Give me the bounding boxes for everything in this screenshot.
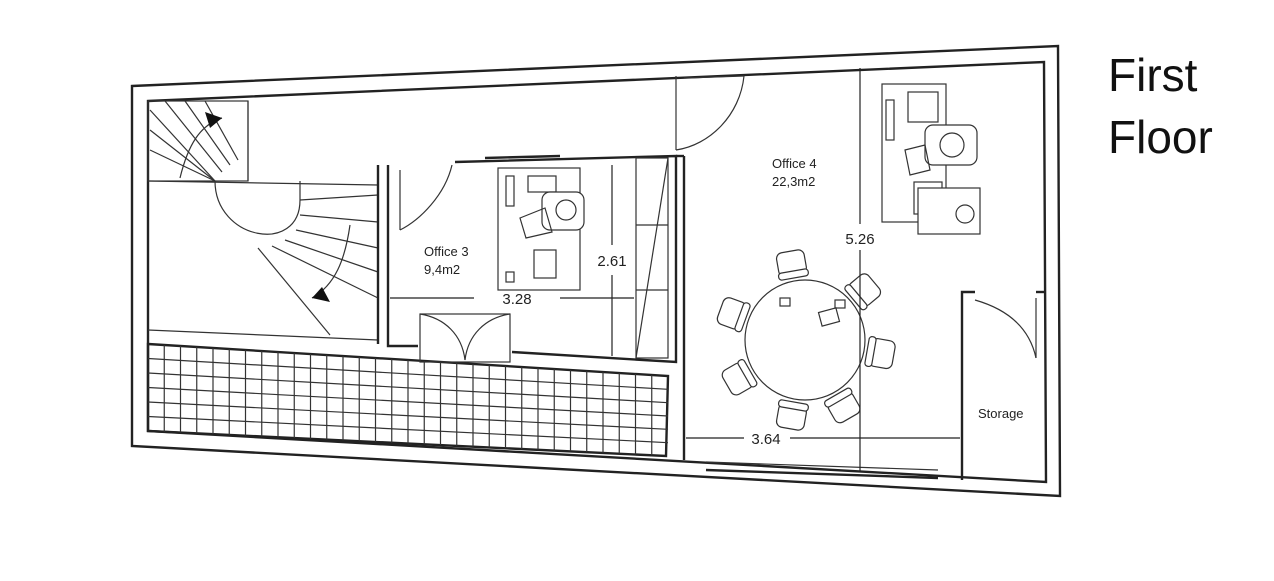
office-3-door xyxy=(399,164,511,363)
chair-icon xyxy=(864,336,896,370)
outer-wall xyxy=(130,44,1062,498)
office-3-walls xyxy=(376,154,678,364)
meeting-table xyxy=(716,249,896,431)
office-3-desk xyxy=(497,167,585,291)
office-3-area: 9,4m2 xyxy=(424,262,460,277)
dimension-office-4-width: 3.64 xyxy=(686,431,960,448)
dimension-office-4-depth: 5.26 xyxy=(845,68,875,472)
chair-icon xyxy=(824,387,861,424)
office-3-name: Office 3 xyxy=(424,244,469,259)
floor-title-line-1: First xyxy=(1108,49,1198,101)
storage-room xyxy=(960,290,1044,480)
office-4-name: Office 4 xyxy=(772,156,817,171)
chair-icon xyxy=(775,249,809,281)
storage-name: Storage xyxy=(978,406,1024,421)
office-4-area: 22,3m2 xyxy=(772,174,815,189)
dim-5-26: 5.26 xyxy=(845,231,874,248)
floor-title: First Floor xyxy=(1108,44,1268,168)
terrace-grid xyxy=(146,342,670,458)
dim-2-61: 2.61 xyxy=(597,253,626,270)
office-4-walls xyxy=(675,75,939,480)
chair-icon xyxy=(716,297,751,333)
dimension-office-3-width: 3.28 xyxy=(390,291,634,308)
dim-3-28: 3.28 xyxy=(502,291,531,308)
staircase xyxy=(147,100,379,341)
chair-icon xyxy=(775,399,809,431)
office-4-desk xyxy=(881,83,981,235)
floor-title-line-2: Floor xyxy=(1108,111,1213,163)
dim-3-64: 3.64 xyxy=(751,431,780,448)
chair-icon xyxy=(721,359,758,396)
inner-wall xyxy=(146,60,1048,484)
chair-icon xyxy=(844,273,882,311)
dimension-office-3-depth: 2.61 xyxy=(597,165,627,356)
